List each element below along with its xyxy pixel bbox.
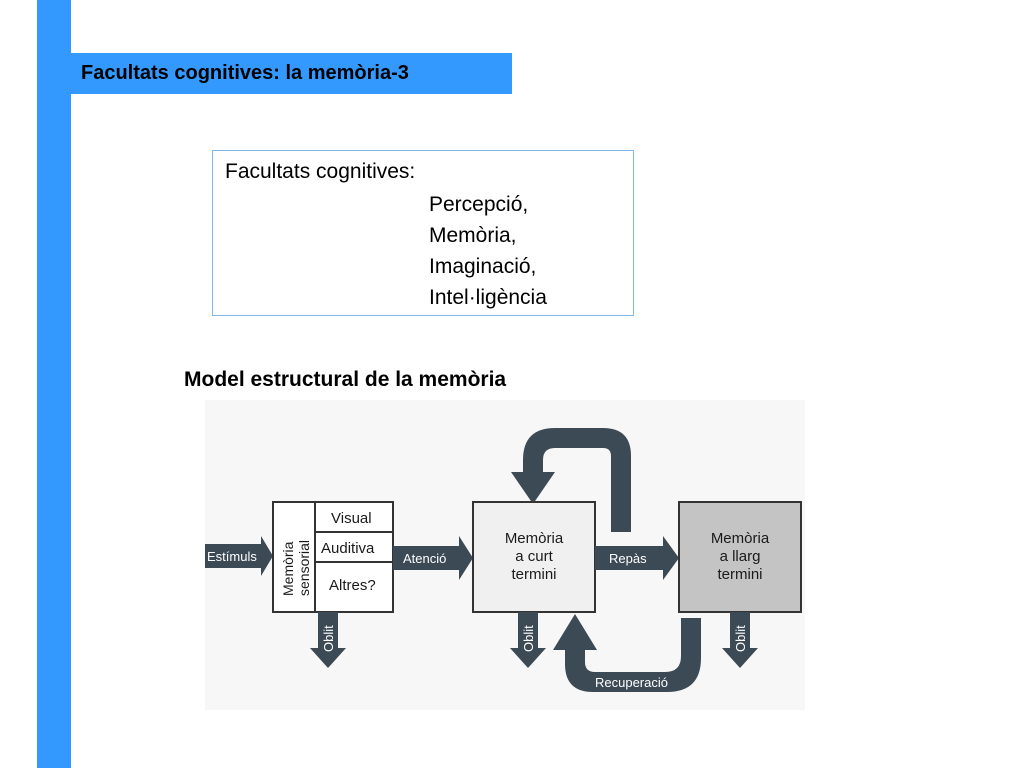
forgetting-label-short-term: Oblit xyxy=(521,625,536,652)
forgetting-arrow-short-term xyxy=(510,612,546,668)
short-term-line1: Memòria xyxy=(505,530,564,547)
short-term-memory-box xyxy=(472,501,596,613)
long-term-line1: Memòria xyxy=(711,530,770,547)
model-title: Model estructural de la memòria xyxy=(184,368,507,391)
faculty-item: Memòria, xyxy=(429,224,517,247)
modality-other: Altres? xyxy=(329,577,376,594)
side-accent-bar xyxy=(37,0,71,768)
faculties-heading: Facultats cognitives: xyxy=(225,160,416,183)
retrieval-loop-arrow xyxy=(553,614,701,692)
rehearsal-label: Repàs xyxy=(609,551,647,566)
modality-auditory: Auditiva xyxy=(321,540,375,557)
sensory-label-line1: Memòria xyxy=(280,541,296,596)
forgetting-label-long-term: Oblit xyxy=(733,625,748,652)
faculty-item: Intel·ligència xyxy=(429,286,547,309)
attention-label: Atenció xyxy=(403,551,446,566)
short-term-line2: a curt xyxy=(515,548,553,565)
faculties-box: Facultats cognitives: Percepció, Memòria… xyxy=(212,150,634,316)
faculty-item: Imaginació, xyxy=(429,255,537,278)
stimuli-arrow xyxy=(205,536,273,576)
rehearsal-arrow xyxy=(595,536,679,580)
stimuli-label: Estímuls xyxy=(207,549,257,564)
memory-model-diagram: Estímuls Memòria sensorial Visual Auditi… xyxy=(205,400,805,710)
memory-diagram-svg: Estímuls Memòria sensorial Visual Auditi… xyxy=(205,428,802,692)
faculty-item: Percepció, xyxy=(429,193,529,216)
long-term-line3: termini xyxy=(717,566,762,583)
short-term-line3: termini xyxy=(511,566,556,583)
retrieval-label: Recuperació xyxy=(595,675,668,690)
rehearsal-loop-arrow xyxy=(511,428,631,532)
modality-visual: Visual xyxy=(331,510,372,527)
forgetting-label-sensory: Oblit xyxy=(321,625,336,652)
forgetting-arrow-sensory xyxy=(310,612,346,668)
faculties-list: Percepció, Memòria, Imaginació, Intel·li… xyxy=(429,189,547,313)
long-term-line2: a llarg xyxy=(720,548,761,565)
sensory-memory-box xyxy=(272,501,394,613)
forgetting-arrow-long-term xyxy=(722,612,758,668)
slide-title: Facultats cognitives: la memòria-3 xyxy=(71,53,512,94)
sensory-label-line2: sensorial xyxy=(296,540,312,596)
attention-arrow xyxy=(393,536,473,580)
